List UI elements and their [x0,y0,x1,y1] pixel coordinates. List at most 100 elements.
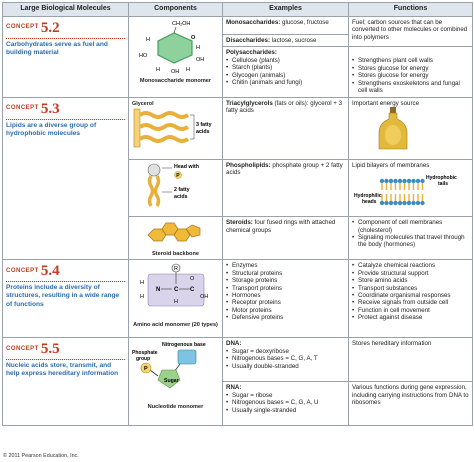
concept-text: Carbohydrates serve as fuel and building… [6,41,108,57]
steroids-example: Steroids: four fused rings with attached… [222,216,349,261]
list-item: Protect against disease [352,314,469,322]
list-item: Storage proteins [226,277,345,285]
steroids-function: Component of cell membranes (cholesterol… [348,216,473,261]
list-item: Motor proteins [226,307,345,315]
list-item: Stores glucose for energy [352,72,469,80]
bilayer-head [393,200,398,206]
phospholipid-component: Head with P 2 fatty acids [128,158,223,218]
polysaccharides-function: Strengthens plant cell walls Stores gluc… [348,46,473,98]
list-item: Strengthens plant cell walls [352,57,469,65]
bilayer-head [388,178,394,184]
svg-text:3 fatty: 3 fatty [196,122,212,128]
monosaccharide-caption: Monosaccharide monomer [139,78,212,85]
svg-text:H: H [186,67,190,73]
triacylglycerols-example: Triacylglycerols (fats or oils): glycero… [222,96,349,160]
svg-text:Sugar: Sugar [164,378,179,384]
oil-bottle-image [378,107,408,150]
svg-text:Hydrophobic: Hydrophobic [426,175,457,181]
triacylglycerols-function: Important energy source [348,96,473,160]
monosaccharides-function: Fuel; carbon sources that can be convert… [348,15,473,48]
molecules-table: Large Biological Molecules Components Ex… [2,2,473,427]
proteins-example: Enzymes Structural proteins Storage prot… [222,259,349,339]
bilayer-head [406,200,412,206]
proteins-function: Catalyze chemical reactions Provide stru… [348,259,473,339]
list-item: Chitin (animals and fungi) [226,79,345,87]
svg-text:Phosphate: Phosphate [132,350,158,356]
list-item: Coordinate organismal responses [352,292,469,300]
list-item: Usually double-stranded [226,363,345,371]
svg-text:group: group [136,356,150,362]
monosaccharide-component: CH₂OH O H H HO OH H OH H Monosaccharide … [128,16,223,98]
header-molecules: Large Biological Molecules [2,2,129,17]
header-components: Components [128,2,223,17]
svg-text:OH: OH [200,294,208,300]
steroid-caption: Steroid backbone [152,250,199,257]
svg-text:2 fatty: 2 fatty [174,187,190,193]
bilayer-head [411,178,416,184]
amino-acid-component: R C N H H C O OH H Amino acid monomer (2… [128,259,223,339]
svg-text:R: R [174,266,178,272]
svg-text:Nitrogenous base: Nitrogenous base [162,342,206,348]
svg-text:O: O [191,35,196,41]
bilayer-head [393,178,398,184]
lipid-bilayer-diagram: Hydrophobic tails Hydrophilic heads [354,175,457,206]
list-item: Hormones [226,292,345,300]
list-item: Component of cell membranes (cholesterol… [352,219,469,234]
steroid-rings-diagram [147,222,200,242]
list-item: Function in cell movement [352,307,469,315]
bilayer-head [397,200,403,206]
dna-example: DNA: Sugar = deoxyribose Nitrogenous bas… [222,337,349,383]
svg-text:H: H [196,45,200,51]
bilayer-head [415,178,421,184]
bilayer-head [415,200,421,206]
svg-text:H: H [174,299,178,305]
list-item: Usually single-stranded [226,407,345,415]
nucleotide-component: Nitrogenous base Sugar P Phosphate group… [128,337,223,427]
header-functions: Functions [348,2,473,17]
list-item: Cellulose (plants) [226,57,345,65]
list-item: Nitrogenous bases = C, G, A, T [226,355,345,363]
bilayer-head [379,178,385,184]
phospholipids-function: Lipid bilayers of membranes Hydrophobic … [348,158,473,218]
header-examples: Examples [222,2,349,17]
steroid-component: Steroid backbone [128,216,223,261]
bilayer-head [397,178,403,184]
svg-text:CH₂OH: CH₂OH [172,21,190,27]
bilayer-head [420,200,425,206]
svg-text:N: N [156,287,160,293]
phospholipids-example: Phospholipids: phosphate group + 2 fatty… [222,158,349,218]
polysaccharides-example: Polysaccharides: Cellulose (plants) Star… [222,46,349,98]
svg-text:H: H [140,294,144,300]
list-item: Stores glucose for energy [352,65,469,73]
amino-acid-caption: Amino acid monomer (20 types) [133,321,218,328]
list-item: Structural proteins [226,270,345,278]
list-item: Starch (plants) [226,64,345,72]
rna-example: RNA: Sugar = ribose Nitrogenous bases = … [222,381,349,427]
list-item: Provide structural support [352,270,469,278]
list-item: Transport proteins [226,285,345,293]
bilayer-head [379,200,385,206]
list-item: Transport substances [352,285,469,293]
concept-number: 5.2 [40,20,60,36]
svg-text:O: O [190,276,195,282]
list-item: Sugar = deoxyribose [226,348,345,356]
bilayer-head [384,200,389,206]
svg-text:H: H [140,280,144,286]
list-item: Sugar = ribose [226,392,345,400]
svg-text:tails: tails [438,181,448,187]
svg-text:OH: OH [196,57,204,63]
bilayer-head [384,178,389,184]
svg-text:Head with: Head with [174,164,199,170]
svg-text:OH: OH [171,69,179,75]
svg-text:H: H [146,37,150,43]
list-item: Glycogen (animals) [226,72,345,80]
list-item: Nitrogenous bases = C, G, A, U [226,399,345,407]
bilayer-head [420,178,425,184]
svg-text:heads: heads [362,199,377,205]
concept-tag: CONCEPT [6,24,39,31]
list-item: Receive signals from outside cell [352,299,469,307]
